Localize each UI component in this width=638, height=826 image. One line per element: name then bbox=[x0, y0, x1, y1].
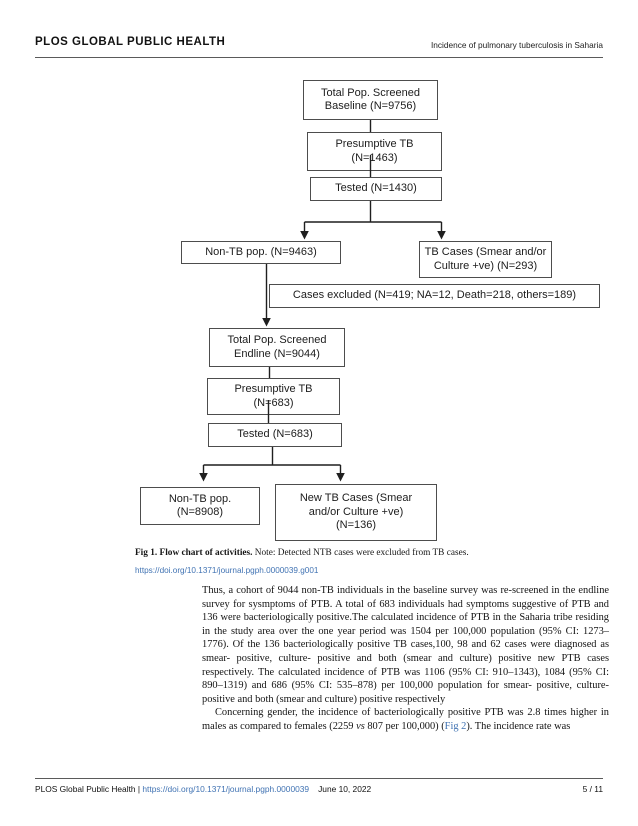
fig1-flowchart: Total Pop. Screened Baseline (N=9756) Pr… bbox=[135, 75, 613, 547]
footer-divider bbox=[35, 778, 603, 779]
figure-doi-link[interactable]: https://doi.org/10.1371/journal.pgph.000… bbox=[135, 566, 319, 575]
page-footer: PLOS Global Public Health | https://doi.… bbox=[35, 784, 603, 794]
paragraph-2-run2: 807 per 100,000) ( bbox=[364, 720, 445, 732]
flowchart-box-non-tb-endline: Non-TB pop. (N=8908) bbox=[140, 487, 260, 525]
flowchart-box-non-tb-baseline: Non-TB pop. (N=9463) bbox=[181, 241, 341, 264]
body-text-column: Thus, a cohort of 9044 non-TB individual… bbox=[202, 584, 609, 734]
flowchart-box-presumptive-tb-endline: Presumptive TB (N=683) bbox=[207, 378, 340, 415]
flowchart-box-baseline-screened: Total Pop. Screened Baseline (N=9756) bbox=[303, 80, 438, 120]
paragraph-2-vs: vs bbox=[356, 720, 365, 732]
paragraph-2-run1: Concerning gender, the incidence of bact… bbox=[202, 707, 609, 732]
figure-caption: Fig 1. Flow chart of activities. Note: D… bbox=[135, 548, 611, 558]
footer-journal-name: PLOS Global Public Health | bbox=[35, 784, 143, 794]
footer-left: PLOS Global Public Health | https://doi.… bbox=[35, 784, 371, 794]
flowchart-box-tested-baseline: Tested (N=1430) bbox=[310, 177, 442, 201]
header-divider bbox=[35, 57, 603, 58]
flowchart-box-tb-cases-baseline: TB Cases (Smear and/or Culture +ve) (N=2… bbox=[419, 241, 552, 278]
footer-doi-link[interactable]: https://doi.org/10.1371/journal.pgph.000… bbox=[142, 784, 310, 794]
figure-caption-note: Note: Detected NTB cases were excluded f… bbox=[252, 548, 469, 558]
paragraph-2: Concerning gender, the incidence of bact… bbox=[202, 706, 609, 733]
flowchart-box-endline-screened: Total Pop. Screened Endline (N=9044) bbox=[209, 328, 345, 367]
footer-date: June 10, 2022 bbox=[318, 784, 372, 794]
fig2-link[interactable]: Fig 2 bbox=[444, 720, 467, 732]
flowchart-box-tested-endline: Tested (N=683) bbox=[208, 423, 342, 447]
flowchart-box-presumptive-tb-baseline: Presumptive TB (N=1463) bbox=[307, 132, 442, 171]
journal-name: PLOS GLOBAL PUBLIC HEALTH bbox=[35, 36, 226, 48]
page-number: 5 / 11 bbox=[582, 784, 603, 794]
figure-caption-label: Fig 1. Flow chart of activities. bbox=[135, 548, 253, 558]
flowchart-box-new-tb-cases: New TB Cases (Smear and/or Culture +ve) … bbox=[275, 484, 437, 541]
running-title: Incidence of pulmonary tuberculosis in S… bbox=[430, 40, 603, 50]
flowchart-box-cases-excluded: Cases excluded (N=419; NA=12, Death=218,… bbox=[269, 284, 600, 308]
paragraph-1: Thus, a cohort of 9044 non-TB individual… bbox=[202, 585, 609, 705]
paragraph-2-run3: ). The incidence rate was bbox=[466, 720, 571, 732]
